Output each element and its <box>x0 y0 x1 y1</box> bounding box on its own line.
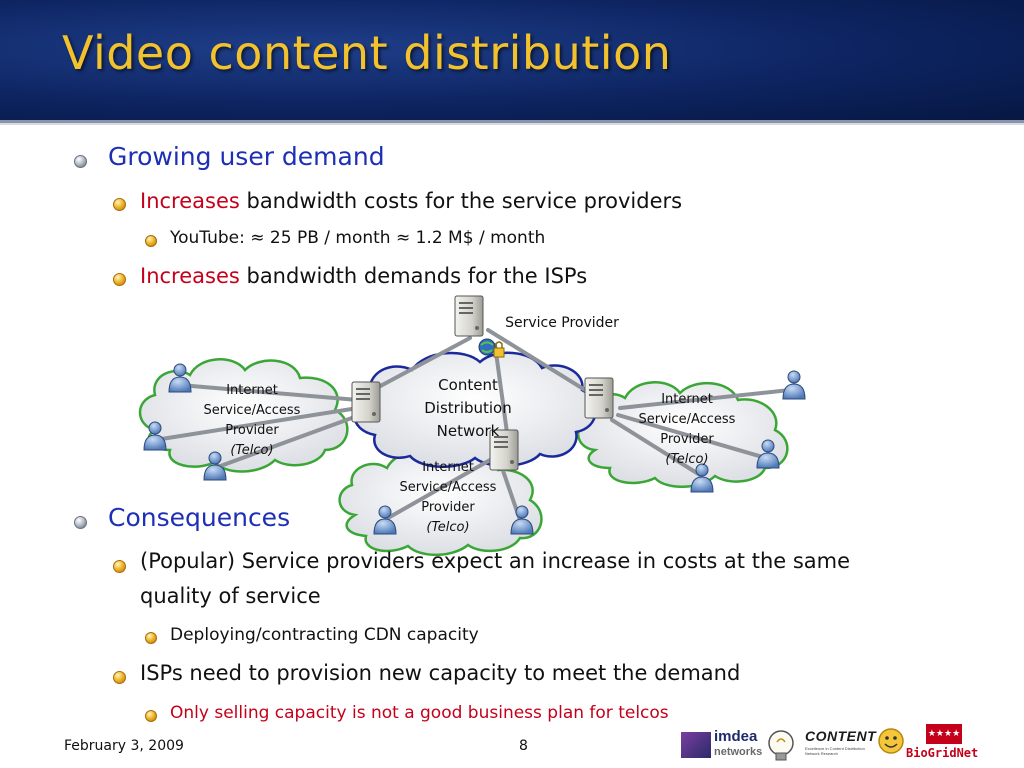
imdea-logo-mark <box>681 732 711 758</box>
isp-bottom-label-line3: Provider <box>421 500 475 515</box>
service-provider-server-icon <box>454 295 484 337</box>
biogridnet-logo: ★★★★ BioGridNet <box>906 724 986 764</box>
isp-edge-server-icon <box>584 377 614 419</box>
network-diagram: Service Provider Content Distribution Ne… <box>138 295 806 557</box>
highlight-word: Increases <box>140 264 240 288</box>
slide-title: Video content distribution <box>62 26 672 80</box>
highlight-word: Increases <box>140 189 240 213</box>
imdea-logo-subtext: networks <box>714 746 763 758</box>
bullet-increases-costs: Increases bandwidth costs for the servic… <box>140 189 682 213</box>
isp-right-label-line4: (Telco) <box>665 452 708 467</box>
isp-left-label-line1: Internet <box>226 383 278 398</box>
slide-number: 8 <box>519 738 528 754</box>
biogridnet-text: BioGridNet <box>906 746 979 760</box>
imdea-logo: imdea networks <box>681 728 763 764</box>
bullet-text: bandwidth demands for the ISPs <box>239 264 588 288</box>
bullet-youtube: YouTube: ≈ 25 PB / month ≈ 1.2 M$ / mont… <box>170 228 546 248</box>
bullet-icon <box>145 710 157 722</box>
smiley-icon <box>878 728 904 754</box>
content-logo-text: CONTENT <box>805 728 877 744</box>
bullet-selling-capacity: Only selling capacity is not a good busi… <box>170 703 669 723</box>
isp-bottom-label-line2: Service/Access <box>400 480 497 495</box>
isp-right-label-line3: Provider <box>660 432 714 447</box>
bullet-popular-providers-line1: (Popular) Service providers expect an in… <box>140 549 851 573</box>
title-bar: Video content distribution <box>0 0 1024 120</box>
title-divider-light <box>0 123 1024 125</box>
content-logo: CONTENT Excellence in Content Distributi… <box>805 726 877 762</box>
isp-left-label-line2: Service/Access <box>204 403 301 418</box>
bullet-deploying-cdn: Deploying/contracting CDN capacity <box>170 625 479 645</box>
title-divider <box>0 120 1024 123</box>
bulb-logo <box>765 728 797 764</box>
bullet-icon <box>113 198 126 211</box>
bullet-increases-demands: Increases bandwidth demands for the ISPs <box>140 264 587 288</box>
isp-left-label-line4: (Telco) <box>230 443 273 458</box>
bullet-icon <box>113 560 126 573</box>
bullet-consequences: Consequences <box>108 503 291 532</box>
bullet-icon <box>74 155 87 168</box>
bullet-icon <box>74 516 87 529</box>
isp-right-label-line1: Internet <box>661 392 713 407</box>
bullet-icon <box>145 632 157 644</box>
bullet-icon <box>145 235 157 247</box>
madrid-flag-icon: ★★★★ <box>926 724 962 744</box>
imdea-logo-text: imdea <box>714 728 758 745</box>
cdn-label-line3: Network <box>437 422 500 440</box>
bullet-growing-user-demand: Growing user demand <box>108 142 385 171</box>
lock-icon <box>493 341 505 358</box>
isp-right-label-line2: Service/Access <box>639 412 736 427</box>
bullet-icon <box>113 273 126 286</box>
bullet-popular-providers-line2: quality of service <box>140 584 321 608</box>
smiley-logo <box>877 727 905 757</box>
isp-edge-server-icon <box>351 381 381 423</box>
isp-bottom-label-line4: (Telco) <box>426 520 469 535</box>
service-provider-label: Service Provider <box>505 315 619 331</box>
cdn-label-line2: Distribution <box>424 399 512 417</box>
bullet-text: bandwidth costs for the service provider… <box>239 189 683 213</box>
isp-bottom-label-line1: Internet <box>422 460 474 475</box>
isp-left-label-line3: Provider <box>225 423 279 438</box>
lightbulb-icon <box>768 730 794 761</box>
user-icon <box>782 370 806 400</box>
bullet-icon <box>113 671 126 684</box>
cdn-label-line1: Content <box>438 376 498 394</box>
footer-date: February 3, 2009 <box>64 738 184 754</box>
content-logo-subtext: Excellence in Content Distribution Netwo… <box>805 746 865 756</box>
globe-icon <box>478 338 496 356</box>
bullet-isps-provision: ISPs need to provision new capacity to m… <box>140 661 741 685</box>
